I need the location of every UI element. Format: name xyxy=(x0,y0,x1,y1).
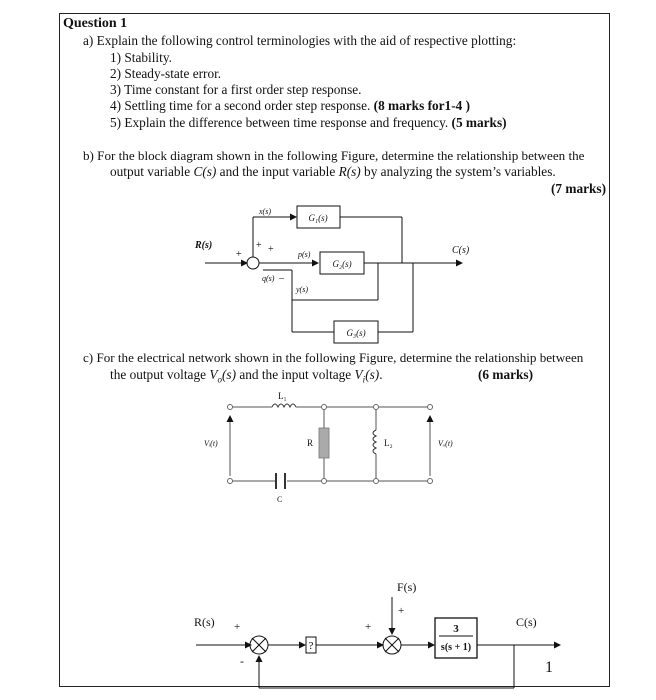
part-a-item-2: 2) Steady-state error. xyxy=(110,66,222,81)
part-a-item-1: 1) Stability. xyxy=(110,50,172,65)
tf-denominator: s(s + 1) xyxy=(441,642,471,653)
part-b-line-1: b) For the block diagram shown in the fo… xyxy=(83,148,585,163)
bottom-input-label: R(s) xyxy=(194,615,215,629)
y-label: y(s) xyxy=(295,285,308,294)
feedback-gain-label: 1 xyxy=(545,659,553,676)
part-a-item-5: 5) Explain the difference between time r… xyxy=(110,115,507,130)
unknown-block-label: ? xyxy=(309,640,314,652)
part-b-marks: (7 marks) xyxy=(551,181,607,196)
block-diagram xyxy=(205,213,463,333)
disturbance-label: F(s) xyxy=(397,580,416,594)
bottom-diagram xyxy=(196,597,561,689)
bottom-plus-2: + xyxy=(365,621,371,633)
part-c-line-1: c) For the electrical network shown in t… xyxy=(83,350,584,365)
g1-label: G₁(s) xyxy=(308,213,327,223)
c-label: C xyxy=(277,495,282,504)
question-frame xyxy=(59,13,610,687)
g3-label: G₃(s) xyxy=(346,328,365,338)
bottom-plus-1: + xyxy=(234,621,240,633)
vout-label: Vₒ(t) xyxy=(438,439,453,448)
part-a-item-5-marks: (5 marks) xyxy=(451,115,507,130)
resistor xyxy=(318,427,330,459)
bottom-plus-3: + xyxy=(398,605,404,617)
sign-plus-top: + xyxy=(256,240,262,251)
part-a-item-4-marks: (8 marks for1-4 ) xyxy=(373,98,471,113)
bottom-minus-1: - xyxy=(240,654,244,668)
tf-numerator: 3 xyxy=(453,623,459,635)
part-b-line-2: output variable C(s) and the input varia… xyxy=(110,164,556,179)
circuit xyxy=(226,403,434,489)
q-label: q(s) xyxy=(262,274,275,283)
l1-label: L₁ xyxy=(278,391,287,401)
p-label: p(s) xyxy=(297,250,311,259)
bd-output-label: C(s) xyxy=(452,245,470,256)
transfer-function-block xyxy=(434,617,478,659)
part-a-item-4: 4) Settling time for a second order step… xyxy=(110,98,471,113)
block-g1 xyxy=(296,205,341,229)
sign-minus: – xyxy=(278,273,285,284)
l2-label: L₂ xyxy=(384,438,393,448)
bottom-output-label: C(s) xyxy=(516,615,537,629)
question-title: Question 1 xyxy=(63,16,128,31)
sign-plus-left: + xyxy=(236,249,242,260)
g2-label: G₂(s) xyxy=(332,259,351,269)
part-a-item-3: 3) Time constant for a first order step … xyxy=(110,82,362,97)
x-label: x(s) xyxy=(258,207,271,216)
block-g3 xyxy=(333,320,379,344)
summing-junction xyxy=(246,256,260,270)
r-label: R xyxy=(307,438,313,448)
sign-plus-right: + xyxy=(268,244,274,255)
vin-label: Vᵢ(t) xyxy=(204,439,218,448)
block-g2 xyxy=(319,251,365,275)
part-c-marks: (6 marks) xyxy=(478,367,534,382)
part-c-line-2: the output voltage Vo(s) and the input v… xyxy=(110,367,383,385)
bd-input-label: R(s) xyxy=(194,240,212,251)
unknown-block xyxy=(305,636,317,654)
part-a-intro: a) Explain the following control termino… xyxy=(83,33,517,48)
